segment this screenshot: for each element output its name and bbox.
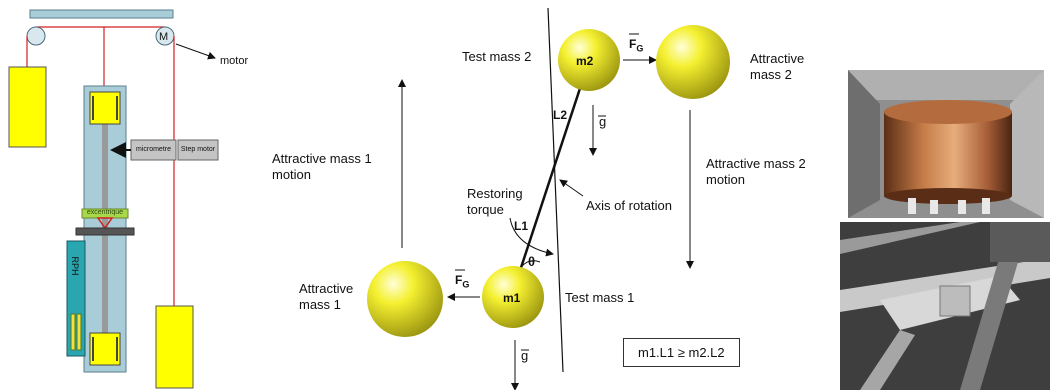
fg-top-subscript: G <box>636 43 644 54</box>
attractive-mass-2-label: Attractive mass 2 <box>750 51 805 82</box>
pulley-icon <box>26 26 46 46</box>
step-motor-block <box>177 139 219 161</box>
excentrique-cam <box>96 217 114 230</box>
attractive-mass-1-sphere <box>367 261 443 337</box>
restoring-torque-label: Restoring torque <box>467 186 523 217</box>
rph-sensor-2 <box>76 313 82 351</box>
test-mass-2-sphere <box>558 29 620 91</box>
m2-label: m2 <box>576 54 594 68</box>
motor-symbol: M <box>159 31 169 43</box>
theta-arc <box>521 260 541 267</box>
rph-label: RPH <box>70 256 80 276</box>
m1-label: m1 <box>503 291 521 305</box>
fg-bottom-subscript: G <box>462 279 470 290</box>
apparatus <box>8 9 219 389</box>
fg-top-label: FG <box>629 36 643 56</box>
step-motor-label: Step motor <box>180 146 216 153</box>
top-bar <box>29 9 174 19</box>
l1-label: L1 <box>514 219 529 233</box>
fg-bottom-letter: F <box>455 273 463 287</box>
top-carriage <box>89 91 121 125</box>
counterweight-right <box>155 305 194 389</box>
rph-sensor <box>70 313 76 351</box>
test-mass-1-label: Test mass 1 <box>565 290 635 305</box>
l2-label: L2 <box>553 108 568 122</box>
theta-label: θ <box>528 254 536 269</box>
attractive-mass-2-motion-label: Attractive mass 2 motion <box>706 156 806 187</box>
photo-clamp <box>840 222 1050 390</box>
clamp-plate <box>75 227 135 236</box>
pendulum-arm <box>510 57 592 296</box>
excentrique-label: excentrique <box>86 209 124 216</box>
restoring-torque-arrow <box>509 217 554 257</box>
axis-pointer <box>559 179 584 197</box>
test-mass-2-label: Test mass 2 <box>462 49 532 64</box>
fg-bottom-label: FG <box>455 272 469 292</box>
attractive-mass-1-label: Attractive mass 1 <box>299 281 354 312</box>
axis-of-rotation-line <box>547 7 564 373</box>
g-top-label: g <box>599 114 607 129</box>
g-bottom-label: g <box>521 348 529 363</box>
axis-of-rotation-label: Axis of rotation <box>586 198 672 213</box>
fg-top-letter: F <box>629 37 637 51</box>
bottom-carriage <box>89 332 121 366</box>
motor-label: motor <box>220 55 249 67</box>
test-mass-1-sphere <box>482 266 544 328</box>
counterweight-left <box>8 66 47 148</box>
micrometre-label: micrometre <box>135 146 171 153</box>
equation-box: m1.L1 ≥ m2.L2 <box>623 338 740 367</box>
attractive-mass-1-motion-label: Attractive mass 1 motion <box>272 151 372 182</box>
force-diagram <box>367 7 730 390</box>
motor-pointer <box>175 43 216 60</box>
photo-cylinder <box>848 70 1044 218</box>
attractive-mass-2-sphere <box>656 25 730 99</box>
